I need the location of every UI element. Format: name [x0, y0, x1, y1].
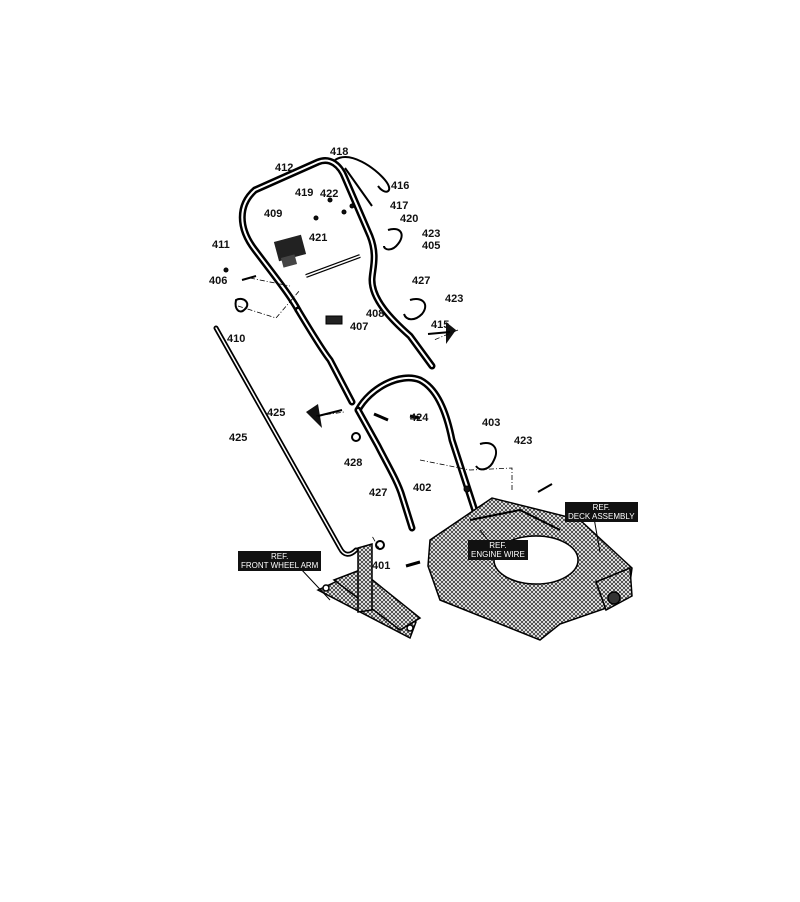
callout-407: 407 [350, 321, 369, 333]
front-wheel-arm [316, 543, 422, 640]
callout-418: 418 [330, 146, 349, 158]
ref-deck-assembly: REF. DECK ASSEMBLY [565, 502, 638, 522]
callout-417: 417 [390, 200, 409, 212]
callout-423-top: 423 [422, 228, 441, 240]
u-clip [383, 228, 498, 471]
ref-front-wheel-arm-line2: FRONT WHEEL ARM [241, 561, 319, 570]
callout-427-low: 427 [369, 487, 388, 499]
callout-410: 410 [227, 333, 246, 345]
callout-411: 411 [212, 239, 230, 251]
callout-424: 424 [410, 412, 429, 424]
ref-deck-assembly-line2: DECK ASSEMBLY [568, 512, 635, 521]
callout-421: 421 [309, 232, 328, 244]
callout-406-left: 406 [209, 275, 228, 287]
callout-419: 419 [295, 187, 314, 199]
callout-428: 428 [344, 457, 363, 469]
knob [306, 404, 343, 428]
ref-front-wheel-arm: REF. FRONT WHEEL ARM [238, 551, 322, 571]
callout-427-top: 427 [412, 275, 431, 287]
callout-420: 420 [400, 213, 419, 225]
control-bail [305, 156, 391, 278]
ref-front-wheel-arm-line1: REF. [271, 552, 289, 561]
ref-engine-wire: REF. ENGINE WIRE [468, 540, 528, 560]
leader-lines [237, 277, 513, 551]
callout-423-mid: 423 [445, 293, 464, 305]
control-bracket [273, 234, 307, 268]
ref-engine-wire-line2: ENGINE WIRE [471, 550, 525, 559]
ref-engine-wire-line1: REF. [489, 541, 507, 550]
callout-422: 422 [320, 188, 339, 200]
callout-423-low: 423 [514, 435, 533, 447]
callout-403: 403 [482, 417, 501, 429]
callout-405: 405 [422, 240, 441, 252]
rear-rod [213, 325, 359, 557]
lower-handle [354, 374, 482, 532]
callout-412: 412 [275, 162, 294, 174]
callout-409: 409 [264, 208, 283, 220]
callout-408: 408 [366, 308, 385, 320]
fasteners [223, 197, 553, 568]
upper-handle [238, 157, 436, 406]
callout-401: 401 [372, 560, 391, 572]
callout-416: 416 [391, 180, 410, 192]
callout-415: 415 [431, 319, 450, 331]
callout-425-rod: 425 [229, 432, 248, 444]
deck-assembly [427, 497, 633, 641]
callout-425-knob: 425 [267, 407, 286, 419]
ref-deck-assembly-line1: REF. [592, 503, 610, 512]
callout-402: 402 [413, 482, 432, 494]
